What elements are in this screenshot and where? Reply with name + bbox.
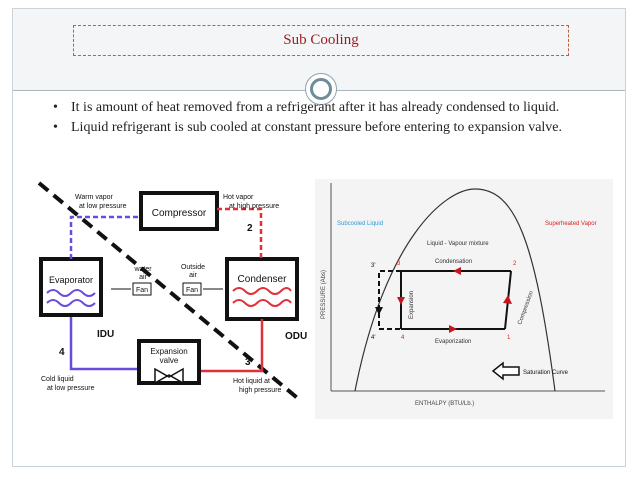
ring-inner (310, 78, 332, 100)
outdoor-fan-box (182, 282, 202, 296)
condensation-label: Condensation (435, 259, 472, 265)
warm-low-pressure-label: at low pressure (79, 203, 127, 210)
bullet-dot-icon: • (53, 100, 58, 115)
outside-label: Outside (181, 264, 205, 271)
point-3-label: 3 (397, 261, 401, 267)
bullet-text: Liquid refrigerant is sub cooled at cons… (71, 120, 563, 135)
water-label: water (133, 266, 152, 273)
step-4-label: 4 (59, 347, 65, 358)
outdoor-fan-label: Fan (186, 287, 198, 294)
idu-label: IDU (97, 329, 114, 340)
point-4-label: 4 (401, 335, 405, 341)
hot-high-pressure-label: at high pressure (229, 203, 279, 210)
cold-line-bottom (69, 317, 137, 371)
valve-label: valve (160, 356, 179, 365)
bullet-dot-icon: • (53, 120, 58, 135)
expansion-label: Expansion (150, 347, 187, 356)
evaporization-label: Evaporization (435, 339, 471, 345)
bullet-text: It is amount of heat removed from a refr… (71, 100, 560, 115)
arrow-expansion-icon (397, 297, 405, 305)
slide-title: Sub Cooling (73, 25, 569, 56)
air-label: air (139, 274, 147, 281)
saturation-arrow-icon (491, 361, 520, 381)
ph-background (315, 179, 613, 419)
bullet-list: • It is amount of heat removed from a ref… (53, 99, 593, 139)
hot-liquid-label: Hot liquid at (233, 378, 270, 385)
arrow-evaporation-icon (449, 325, 457, 333)
pressure-axis-label: PRESSURE (Abs) (321, 270, 327, 319)
step-3-label: 3 (245, 357, 251, 368)
slide: Sub Cooling • It is amount of heat remove… (12, 8, 626, 467)
outside-air-label: air (189, 272, 197, 279)
compressor-box (139, 191, 219, 231)
compressor-label: Compressor (152, 208, 207, 219)
valve-symbol-icon (154, 367, 184, 385)
hot-line-top (217, 207, 263, 259)
arrow-subcool-icon (375, 307, 383, 315)
arrow-compression-icon (503, 295, 512, 304)
divider-ring-icon (305, 73, 337, 105)
step-2-label: 2 (247, 223, 253, 234)
warm-vapor-label: Warm vapor (75, 194, 114, 201)
arrow-condensation-icon (453, 267, 461, 275)
point-4p-label: 4' (371, 335, 375, 341)
cold-low-pressure-label: at low pressure (47, 385, 95, 392)
point-1-label: 1 (507, 335, 511, 341)
mixture-label: Liquid - Vapour mixture (427, 241, 489, 247)
point-2-label: 2 (513, 261, 517, 267)
refrigeration-cycle-diagram: Compressor Evaporator Condenser Expansio… (37, 181, 307, 403)
condenser-label: Condenser (238, 274, 288, 285)
hot-vapor-label: Hot vapor (223, 194, 254, 201)
hot-liquid-high-label: high pressure (239, 387, 282, 394)
cold-liquid-label: Cold liquid (41, 376, 74, 383)
odu-label: ODU (285, 331, 307, 342)
subcool-dashed-line (378, 270, 401, 330)
cold-line-top (69, 215, 139, 259)
hot-line-bottom (201, 319, 264, 373)
evaporator-box (39, 257, 103, 317)
evaporator-coil (46, 289, 96, 307)
indoor-fan-box (132, 282, 152, 296)
saturation-dome (354, 188, 556, 392)
condenser-coil (232, 287, 292, 307)
evaporator-label: Evaporator (49, 275, 93, 285)
superheated-label: Superheated Vapor (545, 221, 597, 227)
enthalpy-axis-label: ENTHALPY (BTU/Lb.) (415, 401, 474, 407)
bullet-item: • It is amount of heat removed from a ref… (53, 99, 593, 116)
pressure-enthalpy-diagram: PRESSURE (Abs) ENTHALPY (BTU/Lb.) Subcoo… (315, 179, 613, 419)
saturation-curve-label: Saturation Curve (523, 370, 569, 376)
bullet-item: • Liquid refrigerant is sub cooled at con… (53, 119, 593, 136)
indoor-fan-label: Fan (136, 287, 148, 294)
expansion-process-label: Expansion (409, 291, 415, 319)
subcooled-label: Subcooled Liquid (337, 221, 383, 227)
point-3p-label: 3' (371, 263, 375, 269)
